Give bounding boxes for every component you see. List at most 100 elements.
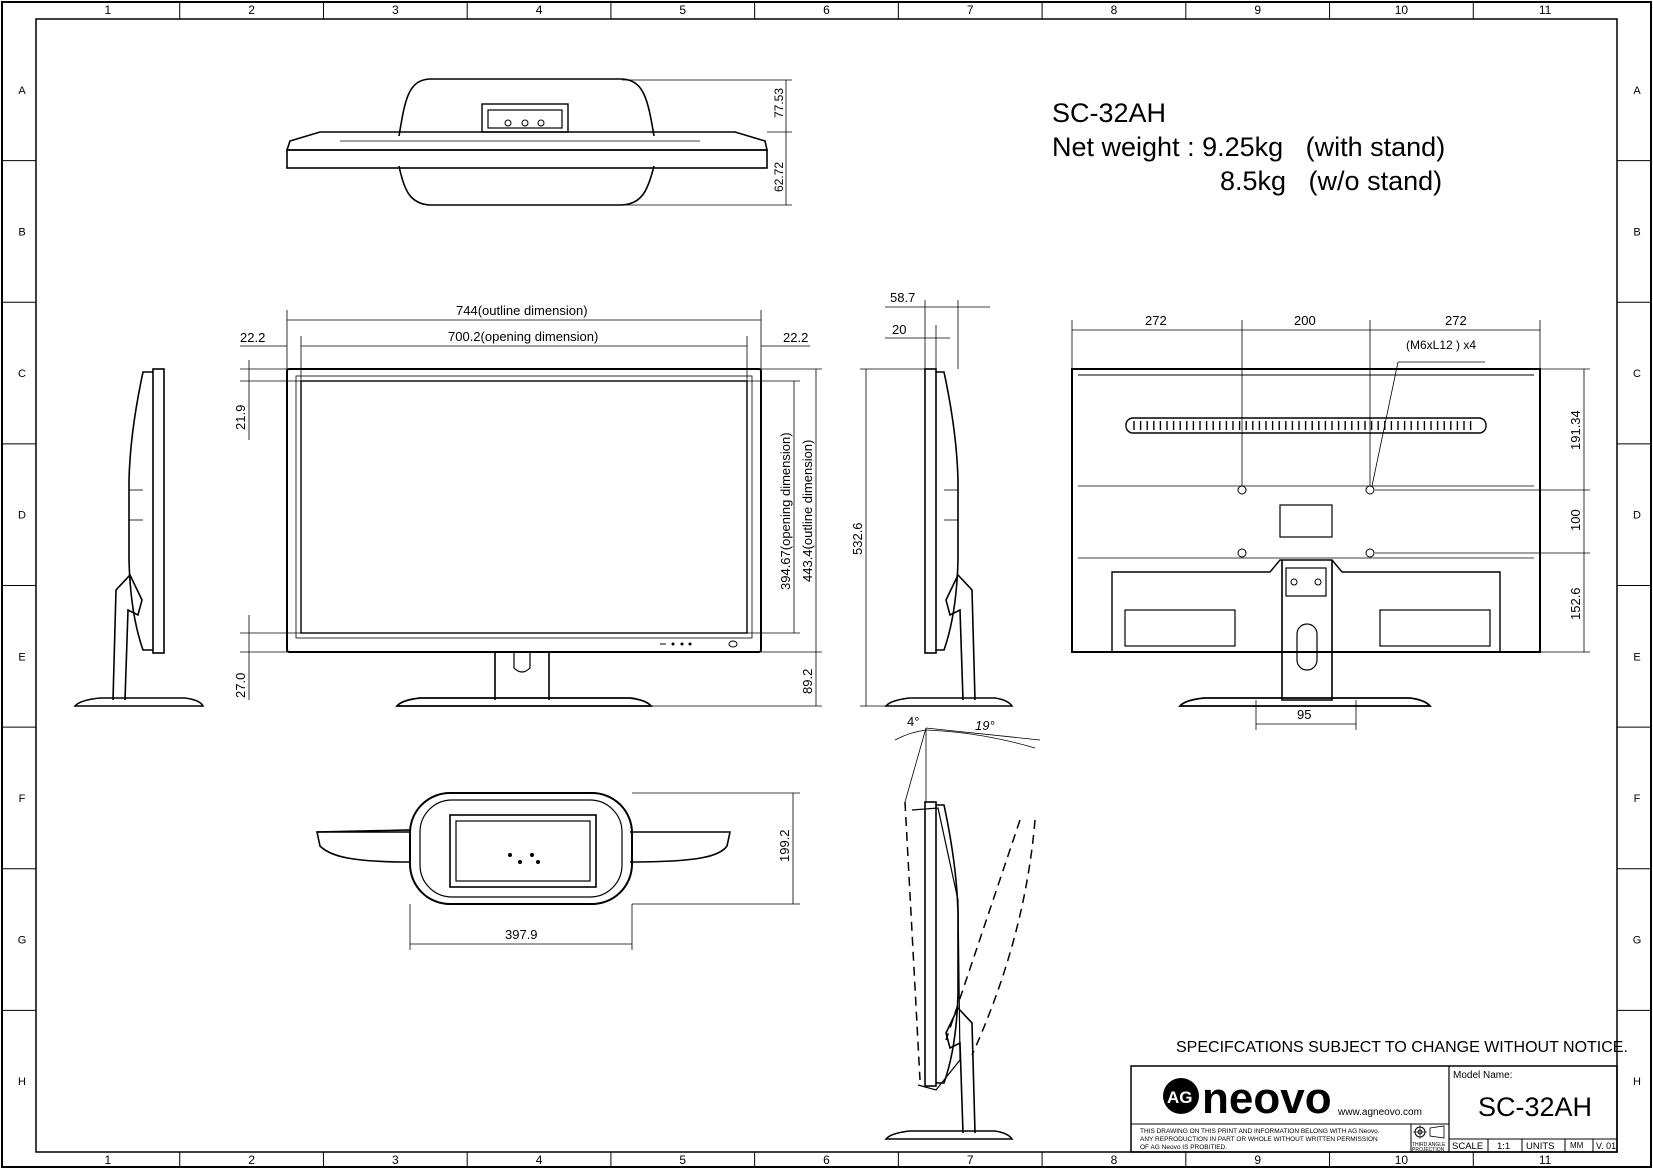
column-label: 1 bbox=[105, 1153, 112, 1167]
row-label: H bbox=[18, 1076, 26, 1088]
row-label: B bbox=[1633, 226, 1640, 238]
dim-panel-depth: 20 bbox=[892, 322, 906, 337]
tilt-forward-angle: 4° bbox=[907, 714, 919, 729]
column-label: 10 bbox=[1395, 3, 1409, 17]
column-label: 6 bbox=[823, 3, 830, 17]
net-weight-with-stand: Net weight : 9.25kg (with stand) bbox=[1052, 132, 1445, 162]
scale-label: SCALE bbox=[1452, 1141, 1483, 1152]
third-angle-projection-icon bbox=[1413, 1125, 1445, 1139]
vesa-hole-top-right bbox=[1365, 485, 1375, 495]
left-side-view bbox=[73, 368, 205, 707]
tilt-backward-angle: 19° bbox=[975, 718, 995, 733]
column-label: 4 bbox=[536, 1153, 543, 1167]
projection-label-1: THIRD ANGLE bbox=[1412, 1142, 1446, 1148]
column-label: 11 bbox=[1539, 3, 1552, 17]
title-block: SPECIFCATIONS SUBJECT TO CHANGE WITHOUT … bbox=[1130, 1039, 1628, 1153]
model-name-value: SC-32AH bbox=[1478, 1092, 1592, 1122]
dim-outline-width: 744(outline dimension) bbox=[456, 303, 588, 318]
dim-vesa-width: 200 bbox=[1294, 313, 1316, 328]
vent-slots bbox=[1133, 421, 1472, 430]
column-label: 1 bbox=[105, 3, 112, 17]
net-weight-without-stand: 8.5kg (w/o stand) bbox=[1220, 166, 1442, 196]
logo-wordmark: neovo bbox=[1202, 1074, 1332, 1123]
vesa-hole-bottom-left bbox=[1237, 548, 1247, 558]
column-label: 3 bbox=[392, 1153, 399, 1167]
spec-notice: SPECIFCATIONS SUBJECT TO CHANGE WITHOUT … bbox=[1176, 1039, 1628, 1056]
row-label: D bbox=[1633, 510, 1641, 522]
disclaimer-line-2: ANY REPRODUCTION IN PART OR WHOLE WITHOU… bbox=[1140, 1136, 1378, 1143]
dim-base-to-bottom: 89.2 bbox=[800, 669, 815, 694]
row-label: C bbox=[1633, 368, 1641, 380]
disclaimer-line-3: OF AG Neovo IS PROBITIED. bbox=[1140, 1144, 1227, 1151]
dim-vesa-to-bottom: 152.6 bbox=[1568, 587, 1583, 620]
dim-base-depth: 199.2 bbox=[777, 829, 792, 862]
dim-side-margin-right: 22.2 bbox=[783, 330, 808, 345]
row-label: H bbox=[1633, 1076, 1641, 1088]
column-label: 8 bbox=[1111, 3, 1118, 17]
column-label: 7 bbox=[967, 1153, 974, 1167]
dim-side-margin-left: 22.2 bbox=[240, 330, 265, 345]
column-label: 11 bbox=[1539, 1153, 1552, 1167]
row-label: A bbox=[1633, 85, 1641, 97]
ag-neovo-logo: AG neovo bbox=[1163, 1074, 1332, 1123]
column-label: 6 bbox=[823, 1153, 830, 1167]
dim-rear-right-margin: 272 bbox=[1445, 313, 1467, 328]
right-side-view: 532.6 58.7 20 bbox=[850, 290, 1014, 707]
top-view: 77.53 62.72 bbox=[285, 78, 792, 206]
bottom-view: 199.2 397.9 bbox=[316, 792, 800, 950]
version-label: V. 01 bbox=[1596, 1141, 1616, 1151]
column-label: 7 bbox=[967, 3, 974, 17]
column-label: 4 bbox=[536, 3, 543, 17]
dim-bottom-margin: 27.0 bbox=[233, 673, 248, 698]
row-label: B bbox=[18, 226, 25, 238]
scale-value: 1:1 bbox=[1497, 1141, 1510, 1152]
rear-view: 272 200 272 (M6xL12 ) x4 191.34 100 152.… bbox=[1071, 313, 1590, 730]
row-label: C bbox=[18, 368, 26, 380]
dim-opening-width: 700.2(opening dimension) bbox=[448, 329, 598, 344]
column-label: 2 bbox=[248, 1153, 255, 1167]
units-label: UNITS bbox=[1526, 1141, 1555, 1152]
row-label: E bbox=[18, 651, 25, 663]
model-heading: SC-32AH Net weight : 9.25kg (with stand)… bbox=[1052, 98, 1445, 196]
dim-top-depth-back: 77.53 bbox=[772, 88, 786, 118]
dim-side-depth: 58.7 bbox=[890, 290, 915, 305]
screw-note: (M6xL12 ) x4 bbox=[1406, 338, 1476, 352]
projection-label-2: PROJECTION bbox=[1412, 1147, 1445, 1153]
dim-top-to-vesa: 191.34 bbox=[1568, 410, 1583, 450]
front-button-icons bbox=[660, 640, 738, 648]
column-label: 10 bbox=[1395, 1153, 1409, 1167]
tilt-view: 4° 19° bbox=[884, 714, 1041, 1140]
website: www.agneovo.com bbox=[1337, 1107, 1422, 1118]
column-label: 3 bbox=[392, 3, 399, 17]
dim-base-width: 397.9 bbox=[505, 927, 538, 942]
dim-top-depth-front: 62.72 bbox=[772, 162, 786, 192]
dim-total-height: 532.6 bbox=[850, 522, 865, 555]
row-label: G bbox=[1633, 935, 1642, 947]
vesa-hole-bottom-right bbox=[1365, 548, 1375, 558]
front-view: 744(outline dimension) 700.2(opening dim… bbox=[233, 303, 822, 707]
dim-vesa-height: 100 bbox=[1568, 509, 1583, 531]
row-label: G bbox=[18, 935, 27, 947]
logo-badge-text: AG bbox=[1167, 1088, 1193, 1107]
dim-opening-height: 394.67(opening dimension) bbox=[778, 432, 793, 590]
column-label: 9 bbox=[1254, 1153, 1261, 1167]
model-name-label: Model Name: bbox=[1453, 1070, 1512, 1081]
column-label: 9 bbox=[1254, 3, 1261, 17]
dim-outline-height: 443.4(outline dimension) bbox=[800, 440, 815, 582]
column-label: 8 bbox=[1111, 1153, 1118, 1167]
units-value: MM bbox=[1570, 1141, 1584, 1150]
disclaimer-line-1: THIS DRAWING ON THIS PRINT AND INFORMATI… bbox=[1140, 1128, 1380, 1135]
vesa-hole-top-left bbox=[1237, 485, 1247, 495]
column-label: 2 bbox=[248, 3, 255, 17]
column-label: 5 bbox=[679, 1153, 686, 1167]
row-label: A bbox=[18, 85, 26, 97]
dim-top-margin: 21.9 bbox=[233, 405, 248, 430]
model-title: SC-32AH bbox=[1052, 98, 1166, 128]
row-label: E bbox=[1633, 651, 1640, 663]
column-label: 5 bbox=[679, 3, 686, 17]
row-label: D bbox=[18, 510, 26, 522]
dim-rear-left-margin: 272 bbox=[1145, 313, 1167, 328]
